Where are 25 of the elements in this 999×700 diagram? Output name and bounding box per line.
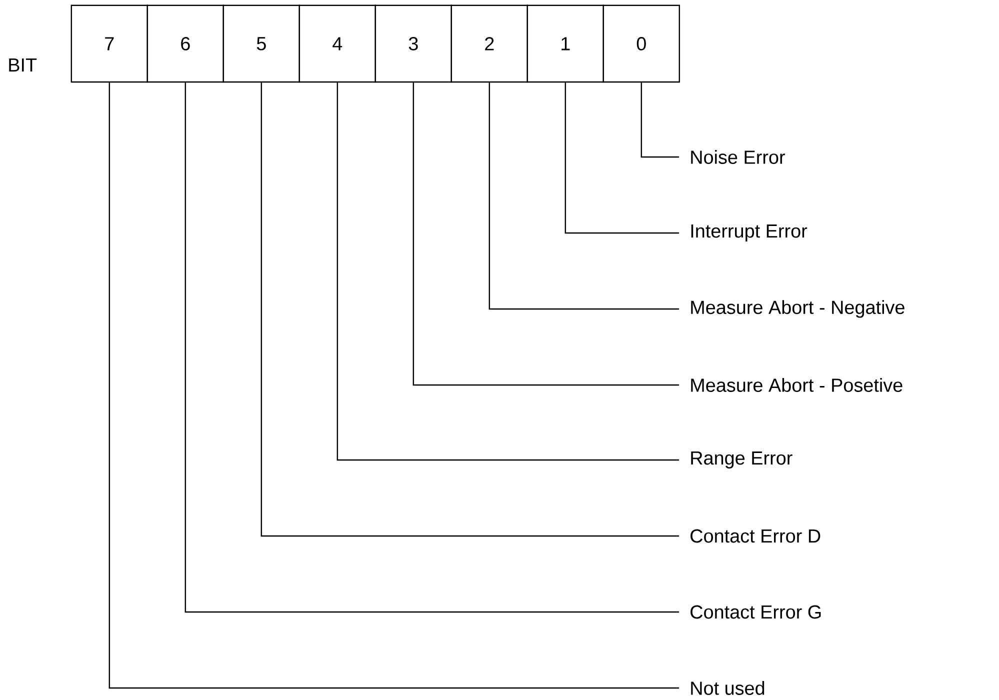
leader-line (260, 82, 679, 537)
error-label: Contact Error G (690, 605, 821, 619)
bit-cell: 2 (450, 4, 528, 83)
leader-line (336, 82, 679, 461)
bit-cell: 0 (602, 4, 680, 83)
error-label: Contact Error D (690, 529, 820, 543)
leader-line (108, 82, 679, 689)
leader-line (488, 82, 679, 310)
error-label: Noise Error (691, 150, 785, 164)
bit-cell: 4 (298, 4, 376, 83)
bit-cell: 7 (70, 4, 148, 83)
error-label: Range Error (691, 452, 792, 468)
leader-line (564, 82, 679, 234)
bit-cell: 5 (222, 4, 300, 83)
leader-line (412, 82, 679, 386)
bit-cell: 1 (526, 4, 604, 83)
error-label: Interrupt Error (691, 224, 808, 242)
leader-line (184, 82, 679, 613)
leader-line (640, 82, 679, 158)
error-label: Measure Abort - Negative (691, 300, 904, 318)
bit-cell: 3 (374, 4, 452, 83)
bit-cell: 6 (146, 4, 224, 83)
error-label: Not used (691, 681, 764, 695)
error-label: Measure Abort - Posetive (691, 378, 902, 392)
bit-label: BIT (9, 58, 37, 72)
